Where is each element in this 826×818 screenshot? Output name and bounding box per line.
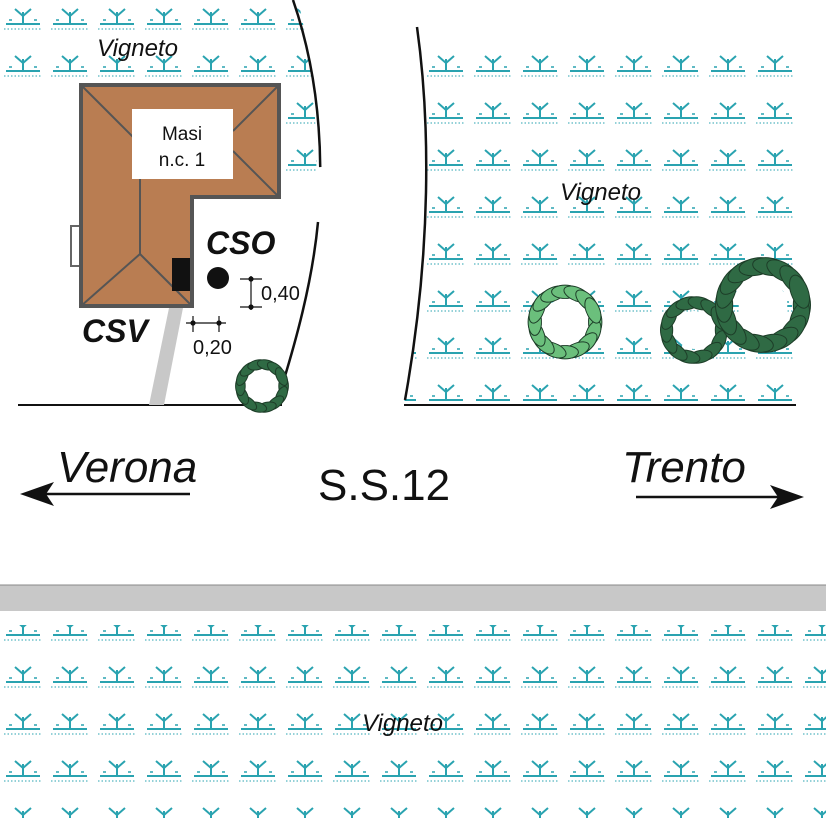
bush-icon bbox=[714, 257, 812, 353]
bushes-group bbox=[235, 257, 812, 413]
bush-center bbox=[738, 280, 788, 330]
vineyard-strip-left bbox=[0, 86, 72, 96]
boundary-curve-left bbox=[274, 0, 322, 406]
dimension-vertical bbox=[240, 276, 262, 310]
driveway-path bbox=[149, 308, 183, 405]
vineyard-area-bottom bbox=[0, 625, 826, 818]
vineyard-area-top-right bbox=[404, 30, 795, 403]
csv-label: CSV bbox=[82, 313, 150, 349]
boundary-curve-right bbox=[403, 26, 428, 401]
sampling-point-icon bbox=[207, 267, 229, 289]
road-name-label: S.S.12 bbox=[318, 461, 450, 510]
building-label-line1: Masi bbox=[162, 124, 202, 145]
bush-leaf bbox=[274, 367, 289, 386]
bush-center bbox=[675, 311, 713, 349]
direction-label-trento: Trento bbox=[622, 443, 746, 492]
vineyard-label-top-left: Vigneto bbox=[97, 35, 178, 62]
bush-center bbox=[248, 372, 276, 400]
direction-arrow-icon-right bbox=[636, 485, 804, 509]
dimension-horizontal bbox=[186, 316, 226, 332]
vineyard-label-top-right: Vigneto bbox=[560, 179, 641, 206]
building-entrance bbox=[172, 258, 190, 291]
cso-label: CSO bbox=[206, 225, 275, 261]
dimension-horizontal-label: 0,20 bbox=[193, 337, 232, 359]
bush-leaf bbox=[584, 297, 602, 324]
bush-leaf bbox=[788, 274, 811, 309]
bush-center bbox=[541, 298, 589, 346]
dimension-vertical-label: 0,40 bbox=[261, 283, 300, 305]
building-label-box bbox=[132, 109, 233, 179]
bush-icon bbox=[235, 359, 289, 413]
direction-arrow-icon bbox=[20, 482, 190, 506]
direction-label-verona: Verona bbox=[57, 443, 197, 492]
bush-icon bbox=[527, 284, 603, 360]
vineyard-label-bottom: Vigneto bbox=[362, 710, 443, 737]
building-masi: Masi n.c. 1 bbox=[70, 83, 281, 308]
road-band bbox=[0, 585, 826, 611]
building-label-line2: n.c. 1 bbox=[159, 150, 205, 171]
